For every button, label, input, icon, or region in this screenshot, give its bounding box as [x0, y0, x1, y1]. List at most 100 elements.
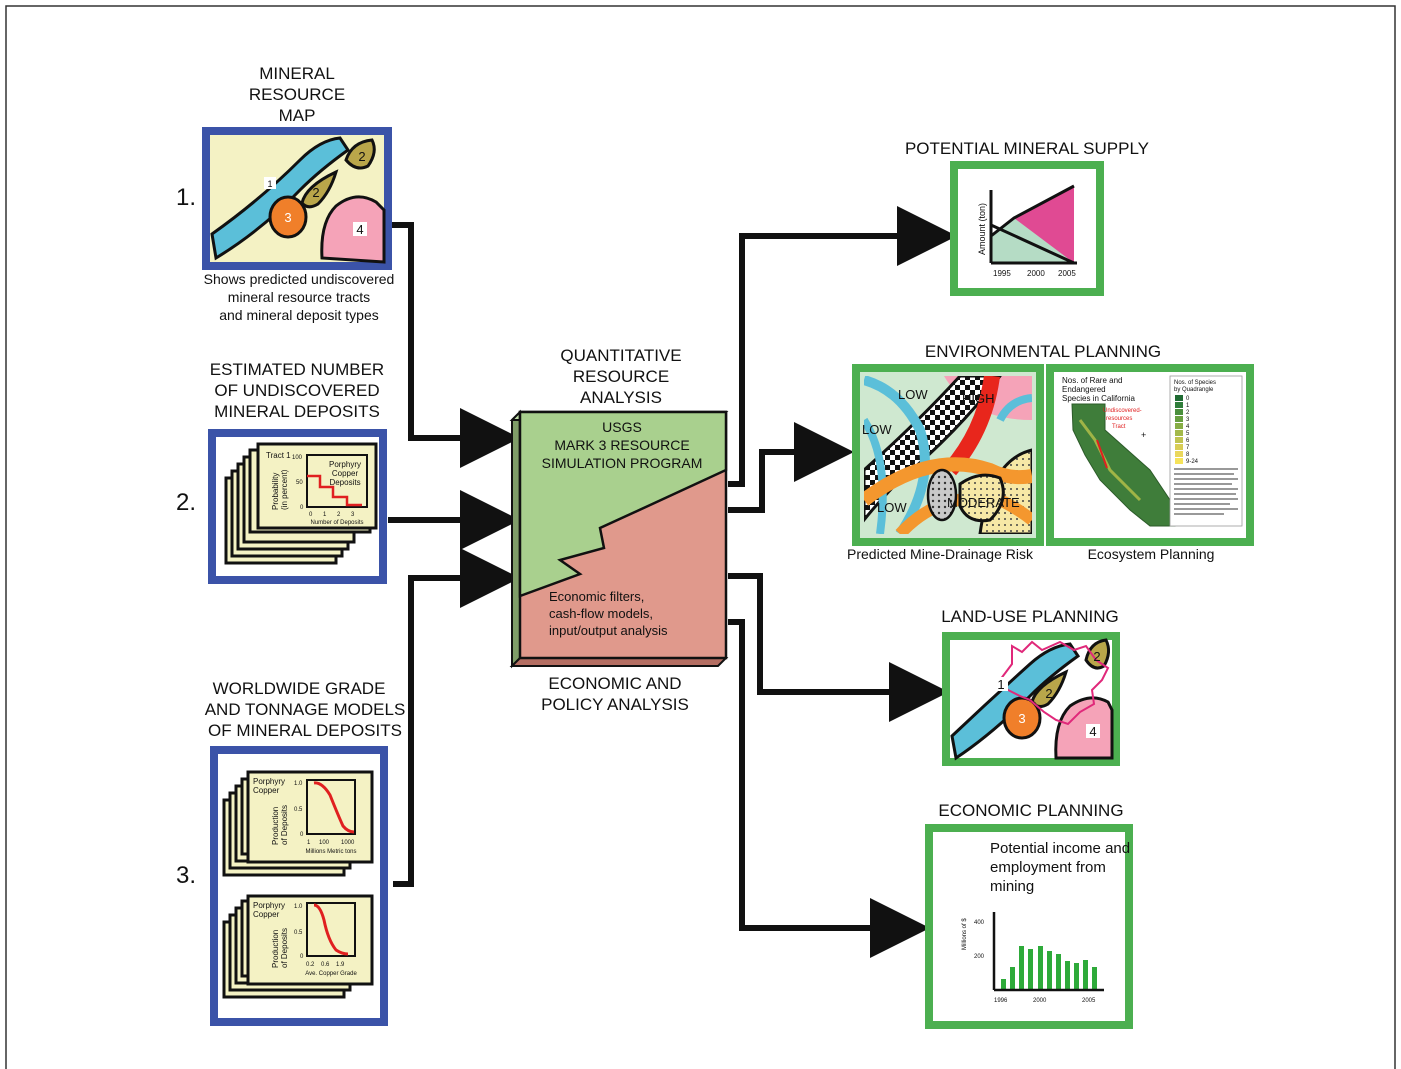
eco-legend-3: 3	[1186, 417, 1190, 423]
step2-ylabel-2: (in percent)	[280, 469, 289, 510]
step3-title-line3: OF MINERAL DEPOSITS	[208, 721, 402, 740]
economic-text-3: input/output analysis	[549, 623, 668, 638]
step1-number: 1.	[176, 184, 196, 211]
economic-planning-group: ECONOMIC PLANNING Potential income and e…	[925, 801, 1133, 1029]
center-title-bottom-1: ECONOMIC AND	[548, 674, 681, 693]
grade-type-1: Porphyry	[253, 901, 285, 910]
econ-bar-2	[1010, 967, 1015, 989]
california-shape	[1071, 403, 1176, 527]
input-arrows	[388, 222, 520, 887]
arrow-to-economic	[728, 619, 930, 958]
economic-ytick-400: 400	[974, 920, 985, 926]
step1-title-line2: RESOURCE	[249, 85, 345, 104]
step2-ytick-0: 0	[300, 505, 304, 511]
eco-legend-title-2: by Quadrangle	[1174, 387, 1214, 393]
landuse-group: LAND-USE PLANNING 1 2 2 3 4	[941, 607, 1120, 766]
eco-legend-2: 2	[1186, 410, 1190, 416]
economic-xtick-2000: 2000	[1033, 998, 1047, 1004]
econ-bar-3	[1019, 946, 1024, 989]
tonnage-curve	[313, 781, 355, 834]
risk-label-low-2: LOW	[862, 422, 892, 437]
program-line2: MARK 3 RESOURCE	[554, 437, 689, 453]
economic-text-line3: mining	[990, 878, 1034, 895]
step2-probability-chart: Tract 1 Probability (in percent) 100 50 …	[266, 451, 368, 526]
arrow-to-environmental	[728, 422, 854, 513]
econ-bar-5	[1038, 946, 1043, 989]
tonnage-ylabel-1: Production	[271, 807, 280, 845]
eco-legend-fineprint	[1174, 468, 1238, 515]
step2-xtick-3: 3	[351, 512, 355, 518]
mineral-resource-map: 1 2 2 3 4	[202, 127, 392, 270]
central-analysis-block: QUANTITATIVE RESOURCE ANALYSIS USGS MARK…	[509, 346, 729, 714]
tract-4-shape	[320, 195, 386, 264]
econ-bar-9	[1074, 963, 1079, 989]
tonnage-ytick-1: 1.0	[294, 781, 303, 787]
step3-number: 3.	[176, 862, 196, 889]
step2-title-line1: ESTIMATED NUMBER	[210, 360, 384, 379]
center-title-bottom-2: POLICY ANALYSIS	[541, 695, 689, 714]
step2-ylabel-1: Probability	[271, 473, 280, 510]
grade-ytick-0: 0	[300, 954, 304, 960]
grade-type-2: Copper	[253, 910, 280, 919]
econ-bar-11	[1092, 967, 1097, 989]
step2-xlabel: Number of Deposits	[310, 520, 363, 526]
landuse-tract-1-label: 1	[997, 677, 1004, 692]
eco-legend-title-1: Nos. of Species	[1174, 380, 1216, 386]
landuse-tract-2a-label: 2	[1093, 649, 1100, 664]
step2-ytick-50: 50	[296, 480, 303, 486]
step2-group: ESTIMATED NUMBER OF UNDISCOVERED MINERAL…	[176, 360, 387, 584]
center-title-top-1: QUANTITATIVE	[560, 346, 681, 365]
tonnage-xlabel: Millions Metric tons	[305, 849, 356, 855]
program-line1: USGS	[602, 419, 642, 435]
eco-tract-label-1: Undiscovered-	[1103, 408, 1142, 414]
eco-legend-7: 7	[1186, 445, 1190, 451]
tonnage-xtick-1000: 1000	[341, 840, 355, 846]
program-line3: SIMULATION PROGRAM	[542, 455, 703, 471]
supply-xtick-2005: 2005	[1058, 269, 1076, 278]
eco-tract-label-2: resources	[1106, 416, 1132, 422]
step1-caption-line1: Shows predicted undiscovered	[204, 271, 395, 287]
tonnage-type-1: Porphyry	[253, 777, 285, 786]
landuse-tract-3	[1002, 696, 1042, 740]
tonnage-ylabel-2: of Deposits	[280, 805, 289, 845]
economic-text-line2: employment from	[990, 859, 1106, 876]
landuse-tract-4-label: 4	[1089, 724, 1096, 739]
tract-3-label: 3	[284, 210, 291, 225]
tract-3-shape	[268, 195, 308, 239]
ecosystem-caption: Ecosystem Planning	[1088, 546, 1215, 562]
eco-legend-4: 4	[1186, 424, 1190, 430]
drainage-map	[864, 376, 1032, 534]
risk-label-low-3: LOW	[877, 500, 907, 515]
step1-group: MINERAL RESOURCE MAP 1. 1 2 2 3 4 Shows …	[176, 64, 394, 323]
step2-legend-3: Deposits	[329, 478, 360, 487]
step1-title-line1: MINERAL	[259, 64, 335, 83]
step2-xtick-0: 0	[309, 512, 313, 518]
landuse-tract-2b-label: 2	[1045, 686, 1052, 701]
landuse-tract-3-label: 3	[1018, 711, 1025, 726]
step2-step-curve	[307, 474, 362, 507]
econ-bar-7	[1056, 954, 1061, 989]
arrow-to-landuse	[728, 573, 949, 722]
center-title-top-3: ANALYSIS	[580, 388, 662, 407]
step3-title-line1: WORLDWIDE GRADE	[213, 679, 386, 698]
grade-ytick-1: 1.0	[294, 904, 303, 910]
step2-legend-1: Porphyry	[329, 460, 361, 469]
environmental-group: ENVIRONMENTAL PLANNING LOW HIGH LOW LOW …	[847, 342, 1254, 562]
tonnage-ytick-0: 0	[300, 832, 304, 838]
economic-frame	[925, 824, 1133, 1029]
block-front-quantitative	[518, 410, 728, 598]
econ-bar-6	[1047, 951, 1052, 989]
risk-label-low-1: LOW	[898, 387, 928, 402]
risk-label-high: HIGH	[962, 391, 995, 406]
economic-ytick-200: 200	[974, 954, 985, 960]
output-arrows	[728, 206, 957, 958]
step1-title-line3: MAP	[279, 106, 316, 125]
arrow-step3-to-analysis	[393, 548, 520, 887]
tract-1-label: 1	[267, 179, 272, 189]
landuse-map: 1 2 2 3 4	[950, 638, 1114, 761]
step2-title-line3: MINERAL DEPOSITS	[214, 402, 380, 421]
eco-legend-6: 6	[1186, 438, 1190, 444]
eco-title-2: Endangered	[1062, 385, 1106, 394]
eco-legend-swatches	[1175, 395, 1183, 464]
eco-legend-0: 0	[1186, 396, 1190, 402]
